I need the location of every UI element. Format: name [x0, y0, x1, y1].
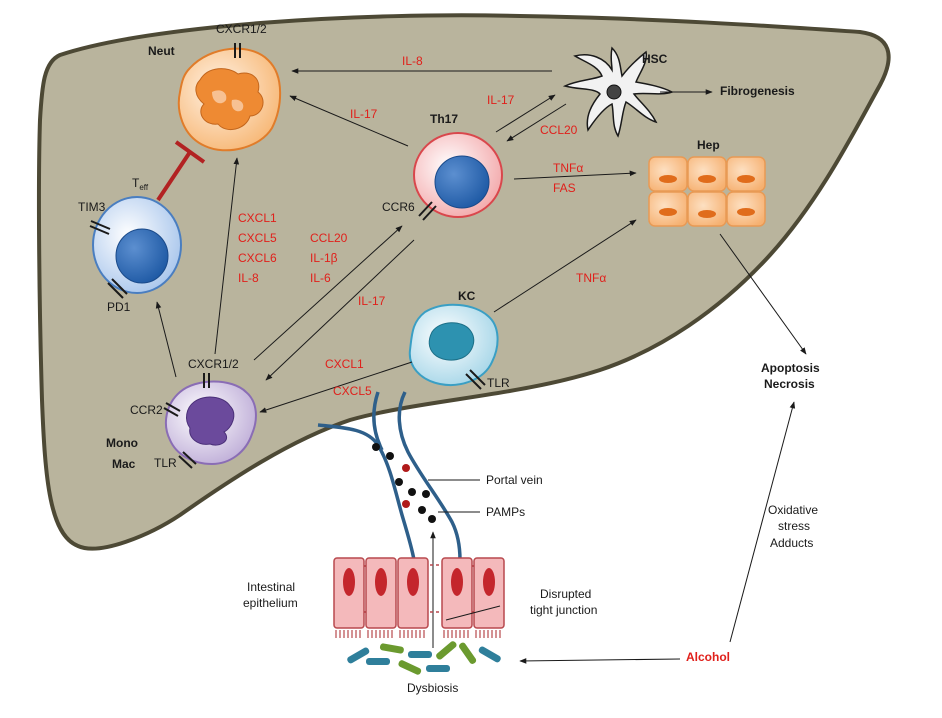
mediator-ccl20-list: CCL20: [310, 231, 348, 245]
monocyte-macrophage-cell: [164, 380, 257, 466]
teff-label: Teff: [132, 176, 149, 192]
mac-label: Mac: [112, 457, 136, 471]
mediator-il8-top: IL-8: [402, 54, 423, 68]
pamps-label: PAMPs: [486, 505, 525, 519]
mediator-il1b-list: IL-1β: [310, 251, 338, 265]
intestinal-epithelium: [333, 557, 505, 638]
adducts-label: Adducts: [770, 536, 813, 550]
th17-label: Th17: [430, 112, 458, 126]
tight-junction-pointer: [445, 605, 501, 621]
mediator-cxcl6-list: CXCL6: [238, 251, 277, 265]
dysbiosis-bacteria: [347, 641, 501, 675]
hsc-label: HSC: [642, 52, 668, 66]
mediator-cxcl1-kc: CXCL1: [325, 357, 364, 371]
disrupted-label-line1: Disrupted: [540, 587, 591, 601]
arrow-mono-to-neut: [214, 157, 240, 355]
mediator-il17-to-neut: IL-17: [350, 107, 378, 121]
mediator-cxcl1-list: CXCL1: [238, 211, 277, 225]
th17-receptor-marker: [418, 201, 437, 221]
fibrogenesis-label: Fibrogenesis: [720, 84, 795, 98]
pd1-label: PD1: [107, 300, 131, 314]
hep-label: Hep: [697, 138, 720, 152]
mediator-cxcl5-kc: CXCL5: [333, 384, 372, 398]
arrow-th17-to-hsc: [495, 94, 556, 133]
portal-vein-label: Portal vein: [486, 473, 543, 487]
th17-receptor-label: CCR6: [382, 200, 415, 214]
tim3-label: TIM3: [78, 200, 106, 214]
mono-receptor-left-marker: [163, 402, 181, 417]
arrow-alcohol-to-dysbiosis: [519, 658, 681, 664]
mono-receptor-bottom-marker: [178, 451, 197, 469]
mediator-il17-mono: IL-17: [358, 294, 386, 308]
mono-label: Mono: [106, 436, 138, 450]
arrow-mono-to-th17: [253, 225, 403, 361]
pamps-particles: [372, 443, 436, 523]
arrow-th17-to-hep: [513, 170, 637, 180]
alcohol-label: Alcohol: [686, 650, 730, 664]
th17-cell: [413, 132, 503, 218]
apoptosis-label: Apoptosis: [761, 361, 820, 375]
kc-receptor-label: TLR: [487, 376, 510, 390]
neut-receptor-label: CXCR1/2: [216, 22, 267, 36]
mediator-fas: FAS: [553, 181, 576, 195]
intestinal-label-line2: epithelium: [243, 596, 298, 610]
hsc-cell: [562, 46, 674, 138]
kc-receptor-marker: [465, 369, 486, 390]
hepatocyte-cluster: [648, 156, 766, 227]
arrow-hep-to-apoptosis: [719, 233, 807, 355]
mono-receptor-bottom-label: TLR: [154, 456, 177, 470]
arrow-th17-to-neut: [289, 95, 409, 147]
arrow-alcohol-to-apoptosis: [729, 401, 796, 643]
necrosis-label: Necrosis: [764, 377, 815, 391]
mediator-ccl20-hsc: CCL20: [540, 123, 578, 137]
kc-label: KC: [458, 289, 476, 303]
mediator-il8-list: IL-8: [238, 271, 259, 285]
portal-vein: [317, 391, 462, 561]
neut-receptor-marker: [234, 43, 241, 58]
pd1-receptor-marker: [107, 278, 128, 299]
mediator-tnfa-kc: TNFα: [576, 271, 606, 285]
mediator-il6-list: IL-6: [310, 271, 331, 285]
arrow-kc-to-hep: [493, 219, 637, 313]
dysbiosis-label: Dysbiosis: [407, 681, 458, 695]
mediator-tnfa-th17: TNFα: [553, 161, 583, 175]
arrow-hsc-to-th17: [506, 103, 567, 142]
neutrophil-cell: [177, 47, 282, 152]
mono-receptor-left-label: CCR2: [130, 403, 163, 417]
neut-label: Neut: [148, 44, 175, 58]
mediator-cxcl5-list: CXCL5: [238, 231, 277, 245]
mono-receptor-top-marker: [203, 373, 210, 388]
tim3-receptor-marker: [89, 220, 111, 235]
arrow-kc-to-mono: [259, 361, 413, 413]
stress-label: stress: [778, 519, 810, 533]
kupffer-cell: [408, 303, 499, 386]
arrow-th17-to-mono: [265, 239, 415, 381]
mediator-il17-to-hsc: IL-17: [487, 93, 515, 107]
oxidative-label: Oxidative: [768, 503, 818, 517]
mono-receptor-top-label: CXCR1/2: [188, 357, 239, 371]
arrow-mono-to-teff: [155, 301, 177, 378]
disrupted-label-line2: tight junction: [530, 603, 597, 617]
intestinal-label-line1: Intestinal: [247, 580, 295, 594]
inhibition-bar: [156, 140, 206, 202]
teff-cell: [92, 196, 182, 294]
